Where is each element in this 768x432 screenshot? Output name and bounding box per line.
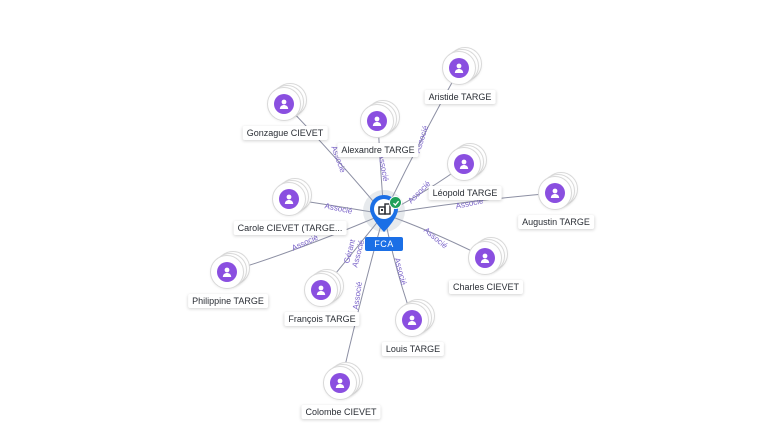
person-bubble-stack[interactable] <box>360 100 400 139</box>
person-bubble <box>304 273 338 307</box>
person-bubble <box>210 255 244 289</box>
person-bubble-stack[interactable] <box>442 47 482 86</box>
person-bubble-stack[interactable] <box>323 362 363 401</box>
edge-relation-label: Associé <box>392 257 408 287</box>
person-icon <box>279 189 299 209</box>
verified-check-icon <box>389 196 402 209</box>
person-icon <box>274 94 294 114</box>
edge-relation-label: Associé <box>290 233 320 253</box>
person-name-label[interactable]: François TARGE <box>284 312 360 326</box>
person-name-label[interactable]: Philippine TARGE <box>188 294 268 308</box>
person-bubble <box>272 182 306 216</box>
person-name-label[interactable]: Charles CIEVET <box>448 280 524 294</box>
edge-relation-label: Associé <box>351 281 364 311</box>
person-icon <box>454 154 474 174</box>
edge-relation-label: Associé <box>377 153 391 183</box>
building-icon <box>378 203 391 215</box>
person-bubble-stack[interactable] <box>267 83 307 122</box>
person-bubble <box>395 303 429 337</box>
person-name-label[interactable]: Augustin TARGE <box>518 215 594 229</box>
person-bubble-stack[interactable] <box>395 299 435 338</box>
person-icon <box>449 58 469 78</box>
person-bubble <box>323 366 357 400</box>
person-name-label[interactable]: Alexandre TARGE <box>337 143 419 157</box>
person-bubble <box>447 147 481 181</box>
person-name-label[interactable]: Colombe CIEVET <box>301 405 381 419</box>
person-bubble-stack[interactable] <box>272 178 312 217</box>
person-name-label[interactable]: Léopold TARGE <box>428 186 502 200</box>
edge-relation-label: GérantAssocié <box>342 236 367 268</box>
person-icon <box>402 310 422 330</box>
person-icon <box>545 183 565 203</box>
person-name-label[interactable]: Louis TARGE <box>381 342 445 356</box>
person-bubble <box>267 87 301 121</box>
person-bubble-stack[interactable] <box>210 251 250 290</box>
person-bubble-stack[interactable] <box>304 269 344 308</box>
person-bubble <box>360 104 394 138</box>
edge-line <box>383 192 557 215</box>
edge-relation-label: Associé <box>324 201 354 216</box>
person-icon <box>475 248 495 268</box>
company-name-label[interactable]: FCA <box>365 237 403 251</box>
person-icon <box>217 262 237 282</box>
person-bubble-stack[interactable] <box>538 172 578 211</box>
person-icon <box>367 111 387 131</box>
person-name-label[interactable]: Gonzague CIEVET <box>242 126 328 140</box>
person-bubble-stack[interactable] <box>468 237 508 276</box>
person-name-label[interactable]: Carole CIEVET (TARGE... <box>233 221 347 235</box>
person-icon <box>330 373 350 393</box>
person-name-label[interactable]: Aristide TARGE <box>424 90 496 104</box>
person-bubble <box>468 241 502 275</box>
person-icon <box>311 280 331 300</box>
person-bubble <box>538 176 572 210</box>
person-bubble-stack[interactable] <box>447 143 487 182</box>
person-bubble <box>442 51 476 85</box>
